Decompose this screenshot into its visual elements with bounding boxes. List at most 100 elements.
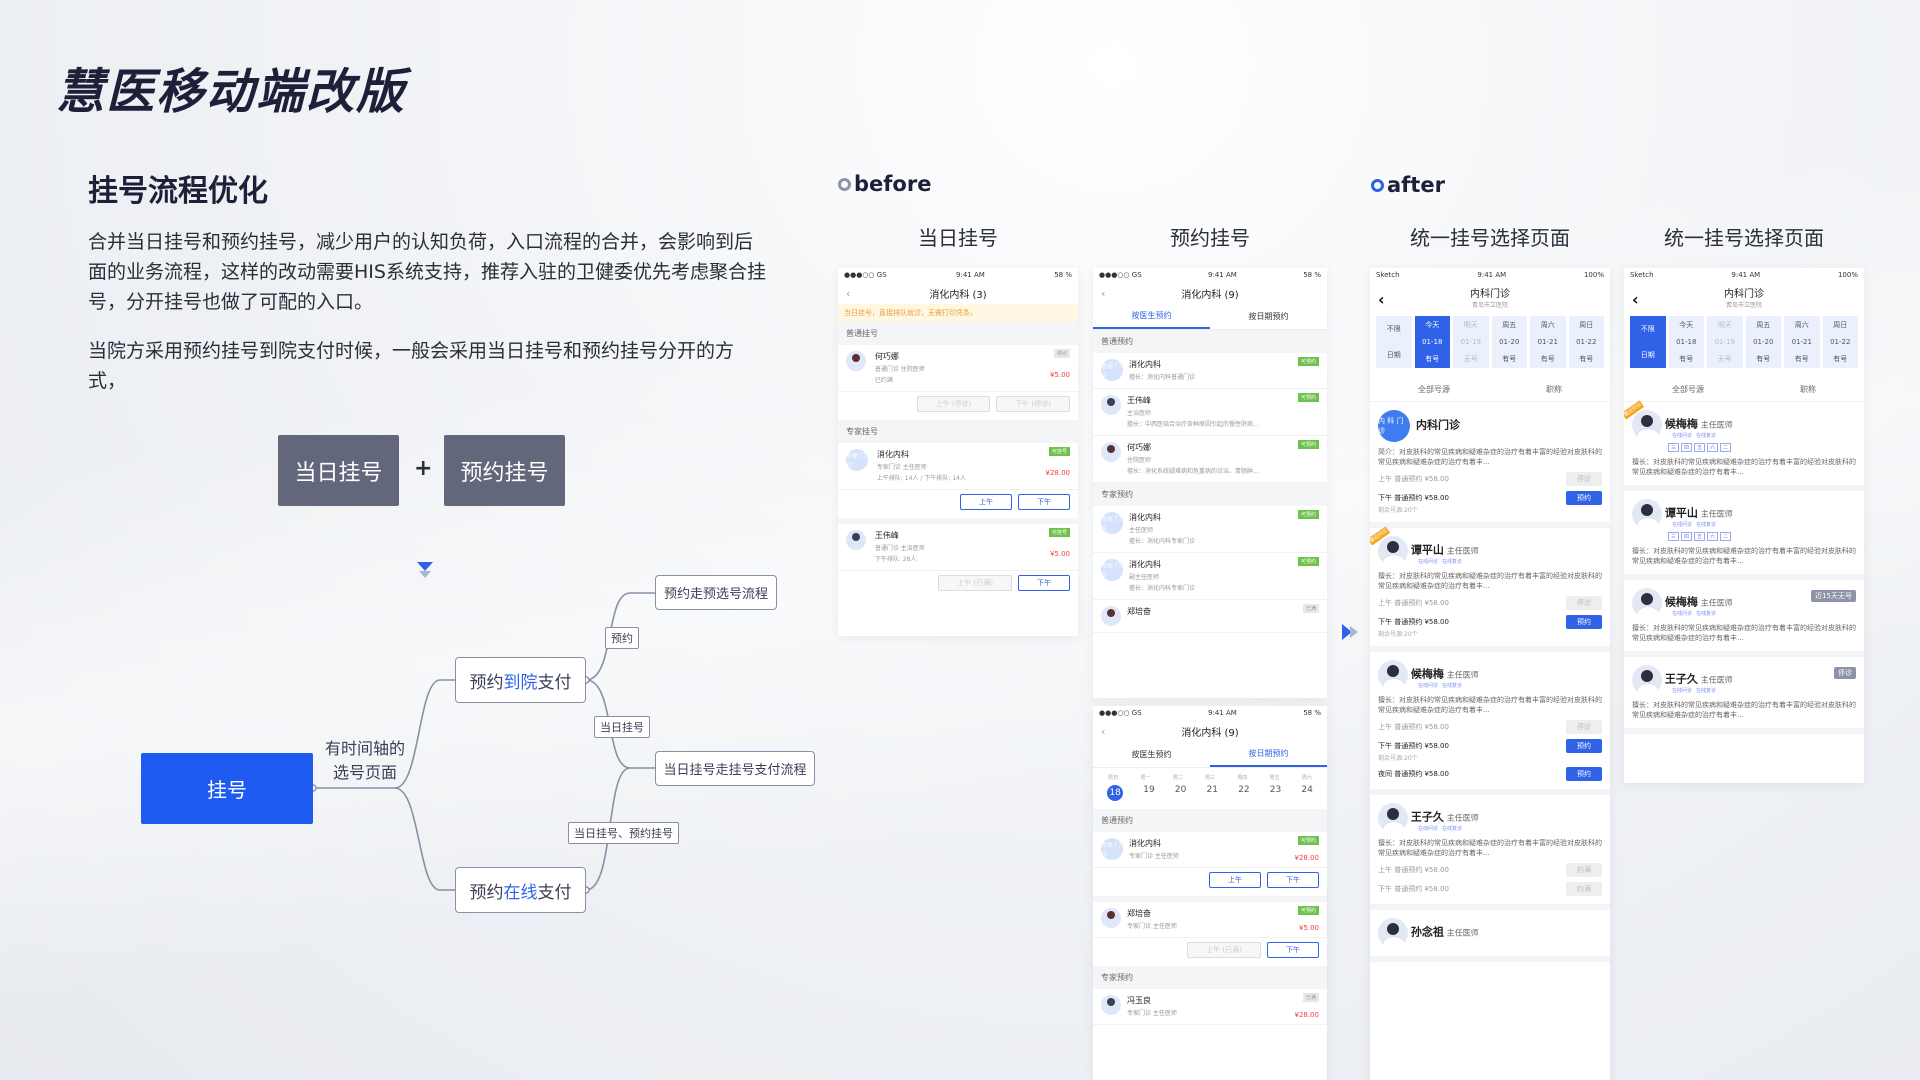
avatar xyxy=(1632,499,1662,529)
date-item[interactable]: 19 xyxy=(1143,785,1155,795)
back-icon[interactable]: ‹ xyxy=(1101,724,1106,738)
date-item[interactable]: 20 xyxy=(1174,785,1187,795)
list-item[interactable]: 冯玉良专家门诊 主任医师已满¥28.00 xyxy=(1093,989,1327,1025)
avatar xyxy=(1632,410,1662,440)
dept-card[interactable]: 内 科 门 诊内科门诊 简介：对皮肤科的常见疾病和疑难杂症的治疗有着丰富的经验对… xyxy=(1370,402,1610,528)
col-head-today: 当日挂号 xyxy=(918,226,998,250)
pm-button[interactable]: 下午 xyxy=(1267,872,1319,888)
back-icon[interactable]: ‹ xyxy=(1101,286,1106,300)
avatar xyxy=(1101,606,1121,626)
back-icon[interactable]: ‹ xyxy=(846,286,851,300)
arrow-right-icon xyxy=(1342,624,1358,640)
avatar: 专家 门诊 xyxy=(846,449,868,471)
list-item[interactable]: 郑培奋专家门诊 主任医师可预约¥5.00 xyxy=(1093,902,1327,938)
paragraph-2: 当院方采用预约挂号到院支付时候，一般会采用当日挂号和预约挂号分开的方式， xyxy=(88,340,735,392)
tab-by-doctor[interactable]: 按医生预约 xyxy=(1093,304,1210,329)
plus-sign: + xyxy=(414,456,433,481)
col-head-unified-1: 统一挂号选择页面 xyxy=(1410,226,1570,250)
list-item[interactable]: 郑培奋已满 xyxy=(1093,600,1327,633)
doctor-card[interactable]: 王子久 主任医师 在线问诊在线复诊 擅长：对皮肤科的常见疾病和疑难杂症的治疗有着… xyxy=(1370,795,1610,910)
filter-source[interactable]: 全部号源 xyxy=(1672,385,1704,394)
notice-banner: 当日挂号，直接排队就诊，无需打印凭条。 xyxy=(838,304,1078,322)
end-node-today: 当日挂号走挂号支付流程 xyxy=(655,751,815,786)
paragraph-1: 合并当日挂号和预约挂号，减少用户的认知负荷，入口流程的合并，会影响到后面的业务流… xyxy=(88,231,766,313)
avatar xyxy=(1632,665,1662,695)
tag-today: 当日挂号 xyxy=(594,716,650,738)
pm-button[interactable]: 下午 xyxy=(1018,575,1070,591)
avatar xyxy=(1101,442,1121,462)
filter-title[interactable]: 职称 xyxy=(1800,385,1816,394)
tab-by-date[interactable]: 按日期预约 xyxy=(1210,742,1327,767)
avatar xyxy=(846,530,866,550)
avatar: 专家 门诊 xyxy=(1101,559,1123,581)
doctor-card[interactable]: 停诊 王子久 主任医师 在线问诊在线复诊 擅长：对皮肤科的常见疾病和疑难杂症的治… xyxy=(1624,657,1864,734)
doctor-card[interactable]: 近15天无号 候梅梅 主任医师 在线问诊在线复诊 擅长：对皮肤科的常见疾病和疑难… xyxy=(1624,580,1864,657)
avatar xyxy=(1378,918,1408,948)
avatar: 普通 门诊 xyxy=(1101,359,1123,381)
date-item-selected[interactable]: 18 xyxy=(1107,785,1124,801)
list-item[interactable]: 王伟峰主治医师擅长：中西医结合治疗各种原因引起的慢性肝病...可预约 xyxy=(1093,389,1327,436)
date-item[interactable]: 24 xyxy=(1301,785,1313,795)
list-item[interactable]: 专家 门诊消化内科主任医师擅长：消化内科专家门诊可预约 xyxy=(1093,506,1327,553)
doctor-card[interactable]: 孙念祖 主任医师 xyxy=(1370,910,1610,962)
tag-both: 当日挂号、预约挂号 xyxy=(568,822,679,844)
list-item[interactable]: 专家 门诊消化内科专家门诊 主任医师可预约¥28.00 xyxy=(1093,832,1327,868)
doctor-card[interactable]: 最近问诊 候梅梅 主任医师 在线问诊在线复诊 三四五六二 擅长：对皮肤科的常见疾… xyxy=(1624,400,1864,491)
avatar xyxy=(1378,536,1408,566)
pm-button[interactable]: 下午 (停诊) xyxy=(996,396,1070,412)
am-button[interactable]: 上午 (已满) xyxy=(1187,942,1261,958)
date-item[interactable]: 22 xyxy=(1238,785,1250,795)
doctor-card[interactable]: 最近问诊 谭平山 主任医师 在线问诊在线复诊 擅长：对皮肤科的常见疾病和疑难杂症… xyxy=(1370,526,1610,652)
am-button[interactable]: 上午 (已满) xyxy=(938,575,1012,591)
doctor-card[interactable]: 候梅梅 主任医师 在线问诊在线复诊 擅长：对皮肤科的常见疾病和疑难杂症的治疗有着… xyxy=(1370,652,1610,795)
list-item[interactable]: 何巧娜住院医师擅长：消化系统疑难病和危重病的诊治、胃肠肿...可预约 xyxy=(1093,436,1327,483)
tab-by-date[interactable]: 按日期预约 xyxy=(1248,312,1289,321)
list-item[interactable]: 王伟峰普通门诊 主治医师下午排队: 28人 可挂号 ¥5.00 xyxy=(838,524,1078,571)
avatar xyxy=(1101,395,1121,415)
node-hospital-pay: 预约到院支付 xyxy=(455,657,586,703)
date-item[interactable]: 不限日期 xyxy=(1376,316,1412,368)
back-icon[interactable]: ‹ xyxy=(1378,290,1385,309)
filter-source[interactable]: 全部号源 xyxy=(1418,385,1450,394)
avatar xyxy=(1378,660,1408,690)
filter-title[interactable]: 职称 xyxy=(1546,385,1562,394)
back-icon[interactable]: ‹ xyxy=(1632,290,1639,309)
am-button[interactable]: 上午 xyxy=(960,494,1012,510)
box-appoint: 预约挂号 xyxy=(444,435,565,506)
status-badge: 停诊 xyxy=(1834,667,1856,679)
avatar xyxy=(1101,995,1121,1015)
avatar xyxy=(1632,588,1662,618)
list-item[interactable]: 何巧娜普通门诊 住院医师已约满 停诊 ¥5.00 xyxy=(838,345,1078,392)
avatar xyxy=(1101,908,1121,928)
date-item-selected[interactable]: 不限日期 xyxy=(1630,316,1666,368)
date-item[interactable]: 21 xyxy=(1206,785,1218,795)
pm-button[interactable]: 下午 xyxy=(1267,942,1319,958)
am-button[interactable]: 上午 (停诊) xyxy=(916,396,991,412)
doctor-card[interactable]: 谭平山 主任医师 在线问诊在线复诊 三四五六二 擅长：对皮肤科的常见疾病和疑难杂… xyxy=(1624,491,1864,580)
avatar xyxy=(1378,803,1408,833)
list-item[interactable]: 普通 门诊消化内科擅长：消化内科普通门诊可预约 xyxy=(1093,353,1327,389)
list-item[interactable]: 专家 门诊消化内科副主任医师擅长：消化内科专家门诊可预约 xyxy=(1093,553,1327,600)
chevron-down-icon xyxy=(417,562,433,578)
am-button[interactable]: 上午 xyxy=(1209,872,1261,888)
weekday-row: 周日周一周二周三周四周五周六 xyxy=(1108,775,1312,781)
box-today: 当日挂号 xyxy=(278,435,399,506)
col-head-unified-2: 统一挂号选择页面 xyxy=(1664,226,1824,250)
pm-button[interactable]: 下午 xyxy=(1018,494,1070,510)
tab-by-doctor[interactable]: 按医生预约 xyxy=(1131,750,1172,759)
list-item[interactable]: 专家 门诊 消化内科专家门诊 主任医师上午排队: 14人 / 下午排队: 14人… xyxy=(838,443,1078,490)
date-item[interactable]: 23 xyxy=(1269,785,1282,795)
